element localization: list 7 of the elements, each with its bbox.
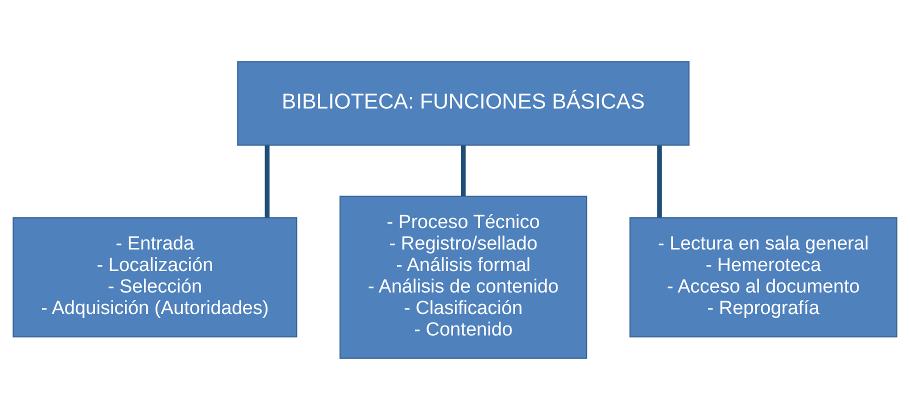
node-box: - Entrada - Localización - Selección - Adquisición (Autoridades)	[12, 216, 298, 337]
node-box: - Lectura en sala general - Hemeroteca - Acceso al documento - Reprografía	[629, 216, 898, 337]
node-box: - Proceso Técnico - Registro/sellado - Análisis formal - Análisis de contenido - Clasificación - Contenido	[340, 195, 588, 358]
node-box: BIBLIOTECA: FUNCIONES BÁSICAS	[237, 60, 690, 146]
connector	[264, 145, 270, 218]
connector	[460, 145, 466, 196]
connector	[657, 145, 662, 218]
